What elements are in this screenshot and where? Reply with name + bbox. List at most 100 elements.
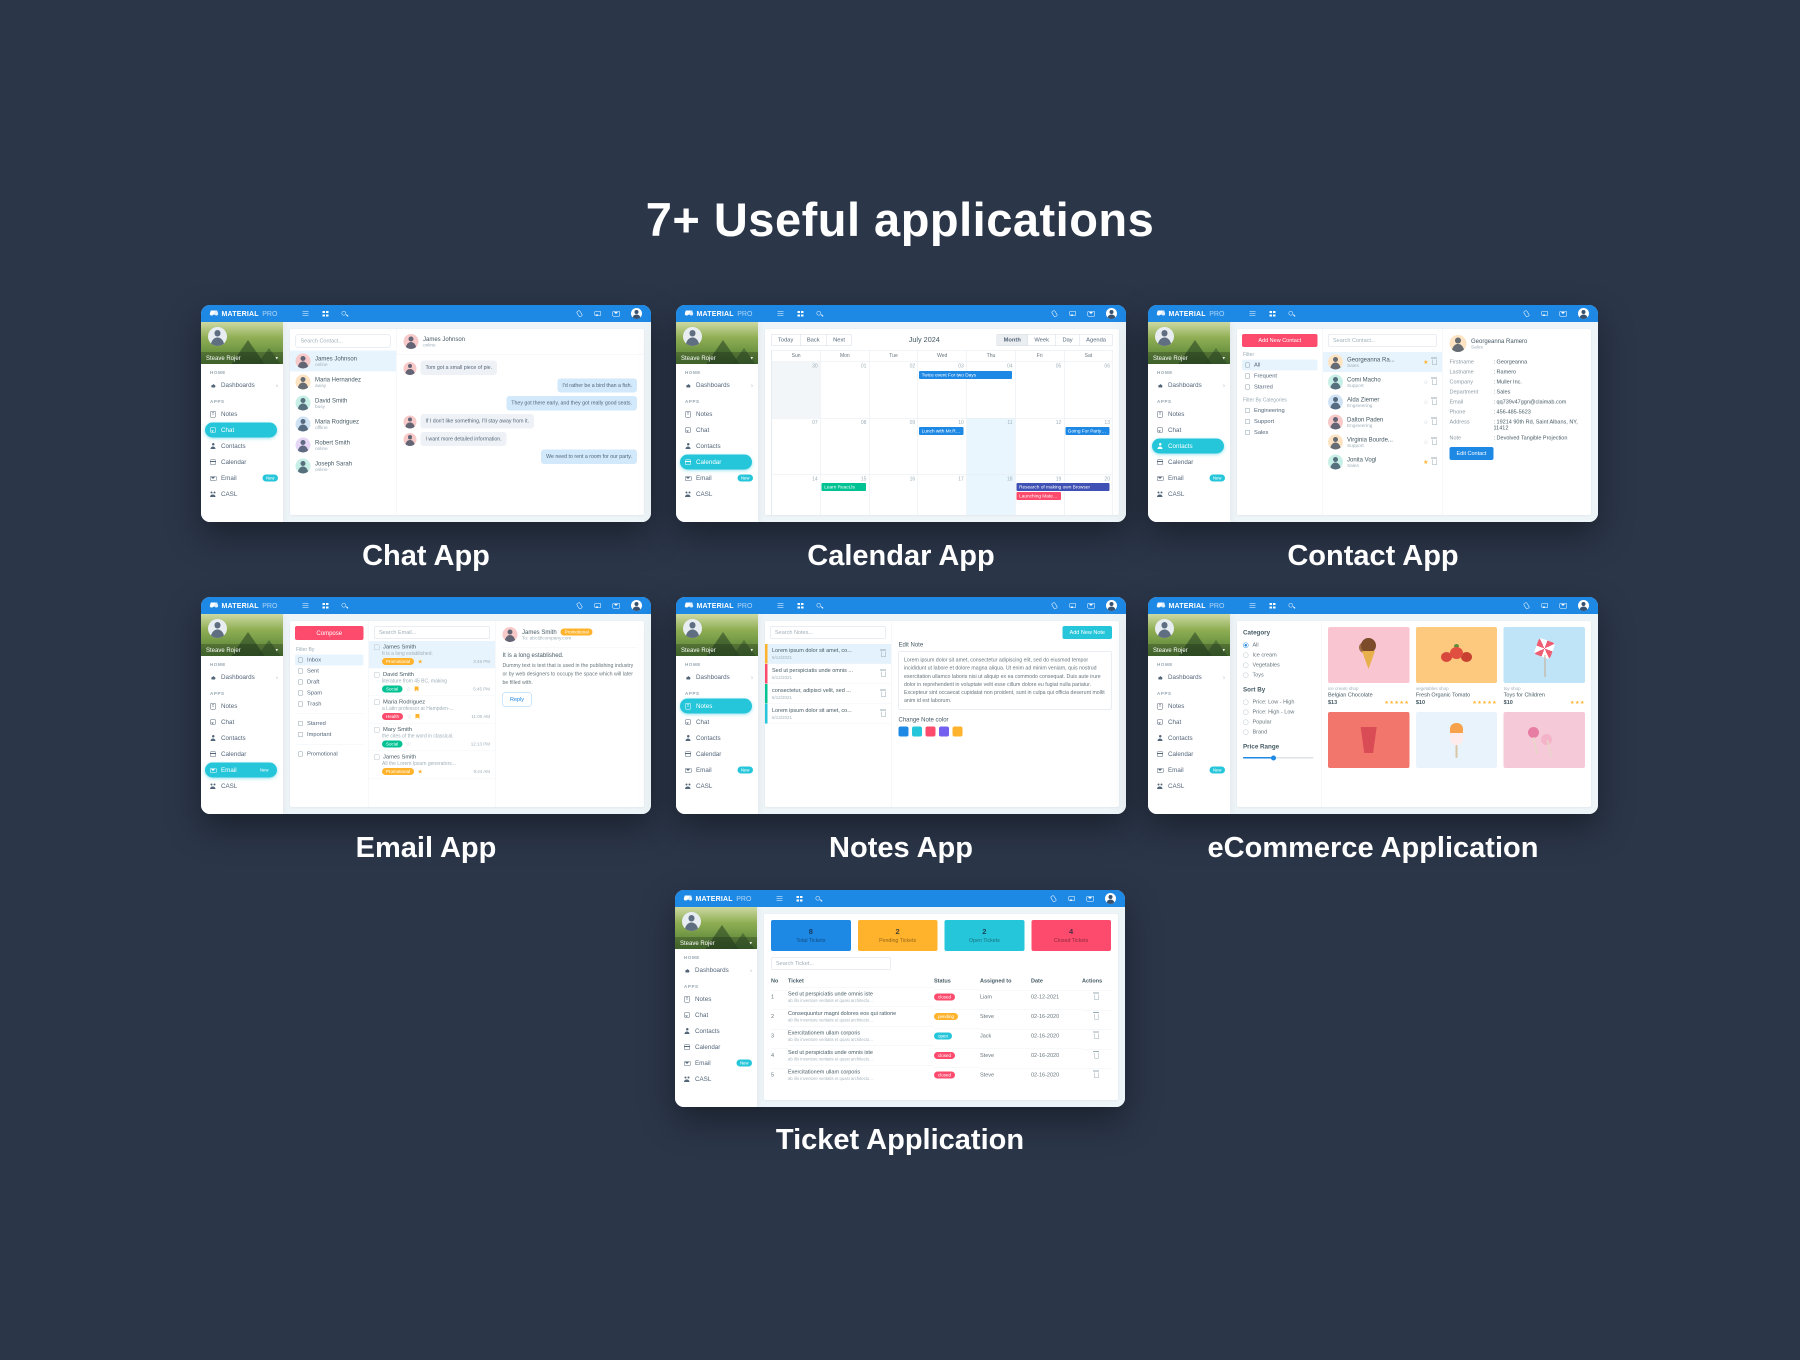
email-checkbox[interactable] (374, 699, 380, 705)
trash-icon[interactable] (1093, 1031, 1100, 1039)
phone-icon[interactable] (1051, 310, 1059, 317)
nav-item-contacts[interactable]: Contacts (676, 438, 758, 454)
trash-icon[interactable] (880, 669, 887, 677)
messages-icon[interactable] (1069, 310, 1077, 317)
profile-avatar-icon[interactable] (1105, 893, 1116, 904)
trash-icon[interactable] (1431, 457, 1438, 465)
nav-item-chat[interactable]: Chat (676, 422, 758, 438)
hamburger-menu-icon[interactable] (777, 602, 785, 609)
calendar-view-agenda[interactable]: Agenda (1079, 334, 1113, 346)
folder-item-trash[interactable]: Trash (295, 699, 364, 710)
color-swatch[interactable] (925, 726, 936, 737)
apps-grid-icon[interactable] (322, 310, 330, 317)
user-name-bar[interactable]: Steave Rojer▾ (201, 644, 283, 656)
contact-search-input[interactable] (1328, 334, 1437, 347)
phone-icon[interactable] (1523, 602, 1531, 609)
apps-grid-icon[interactable] (796, 895, 804, 902)
calendar-day-cell[interactable]: 01 (820, 362, 869, 418)
trash-icon[interactable] (1093, 992, 1100, 1000)
price-range-slider[interactable] (1243, 755, 1314, 761)
profile-avatar-icon[interactable] (1578, 308, 1589, 319)
trash-icon[interactable] (1431, 377, 1438, 385)
category-item-sales[interactable]: Sales (1242, 427, 1318, 438)
mail-icon[interactable] (612, 310, 620, 317)
edit-contact-button[interactable]: Edit Contact (1449, 447, 1494, 460)
calendar-event[interactable]: Twice event For two Days (919, 371, 1013, 379)
calendar-today-button[interactable]: Today (771, 334, 801, 346)
email-checkbox[interactable] (374, 671, 380, 678)
nav-item-calendar[interactable]: Calendar (676, 746, 758, 762)
email-checkbox[interactable] (374, 726, 380, 733)
nav-item-chat[interactable]: Chat (676, 714, 758, 730)
calendar-day-cell[interactable]: 10 (917, 418, 967, 475)
phone-icon[interactable] (1050, 895, 1058, 902)
calendar-day-cell[interactable]: 20 (1063, 475, 1113, 515)
user-name-bar[interactable]: Steave Rojer▾ (675, 937, 757, 949)
folder-item-spam[interactable]: Spam (295, 688, 364, 699)
product-card[interactable] (1503, 712, 1585, 768)
compose-button[interactable]: Compose (295, 626, 364, 640)
phone-icon[interactable] (576, 602, 584, 609)
sort-radio-row[interactable]: Price: Low - High (1243, 697, 1316, 707)
filter-item-starred[interactable]: Starred (1242, 382, 1318, 393)
radio-icon[interactable] (1243, 719, 1249, 725)
nav-item-casl[interactable]: CASL (676, 778, 758, 794)
hamburger-menu-icon[interactable] (1249, 602, 1257, 609)
nav-item-casl[interactable]: CASL (676, 486, 758, 502)
calendar-day-cell[interactable]: 12 (1015, 418, 1064, 475)
mail-icon[interactable] (1086, 895, 1094, 902)
hamburger-menu-icon[interactable] (1249, 310, 1257, 317)
nav-item-notes[interactable]: Notes (1148, 406, 1230, 422)
messages-icon[interactable] (594, 602, 602, 609)
calendar-day-cell[interactable]: 13 (1063, 418, 1113, 475)
profile-avatar-icon[interactable] (1578, 600, 1589, 611)
nav-item-chat[interactable]: Chat (205, 422, 277, 438)
nav-item-calendar[interactable]: Calendar (1148, 454, 1230, 470)
calendar-view-day[interactable]: Day (1055, 334, 1080, 346)
nav-item-dashboards[interactable]: Dashboards› (676, 669, 758, 685)
color-swatch[interactable] (939, 726, 949, 737)
nav-item-dashboards[interactable]: Dashboards› (201, 669, 283, 685)
hamburger-menu-icon[interactable] (302, 310, 310, 317)
search-icon[interactable] (816, 602, 824, 609)
mail-icon[interactable] (1087, 310, 1095, 317)
hamburger-menu-icon[interactable] (777, 310, 785, 317)
nav-item-notes[interactable]: Notes (201, 406, 283, 422)
note-list-row[interactable]: consectetur, adipisci velit, sed ...6/12… (765, 684, 891, 704)
contact-list-row[interactable]: Virginia Bourde...Support☆ (1323, 432, 1442, 452)
user-name-bar[interactable]: Steave Rojer▾ (1148, 352, 1230, 364)
nav-item-contacts[interactable]: Contacts (676, 730, 758, 746)
profile-avatar-icon[interactable] (631, 600, 642, 611)
nav-item-calendar[interactable]: Calendar (680, 454, 752, 470)
apps-grid-icon[interactable] (322, 602, 330, 609)
nav-item-casl[interactable]: CASL (1148, 486, 1230, 502)
category-radio-row[interactable]: Vegetables (1243, 660, 1316, 670)
radio-icon[interactable] (1243, 642, 1249, 648)
messages-icon[interactable] (594, 310, 602, 317)
nav-item-contacts[interactable]: Contacts (1152, 438, 1224, 454)
star-icon[interactable]: ☆ (405, 685, 412, 693)
category-radio-row[interactable]: Ice cream (1243, 650, 1316, 660)
calendar-day-cell[interactable]: 04 (966, 362, 1015, 418)
chat-search-input[interactable] (295, 334, 391, 348)
color-swatch[interactable] (898, 726, 909, 737)
star-icon[interactable]: ★ (1423, 458, 1429, 466)
calendar-event[interactable]: Learn ReactJs (821, 483, 866, 491)
star-icon[interactable]: ★ (1423, 358, 1429, 366)
hamburger-menu-icon[interactable] (776, 895, 784, 902)
calendar-day-cell[interactable]: 14 (771, 475, 821, 515)
trash-icon[interactable] (880, 709, 887, 717)
phone-icon[interactable] (1523, 310, 1531, 317)
radio-icon[interactable] (1243, 729, 1249, 735)
mail-icon[interactable] (1559, 310, 1567, 317)
